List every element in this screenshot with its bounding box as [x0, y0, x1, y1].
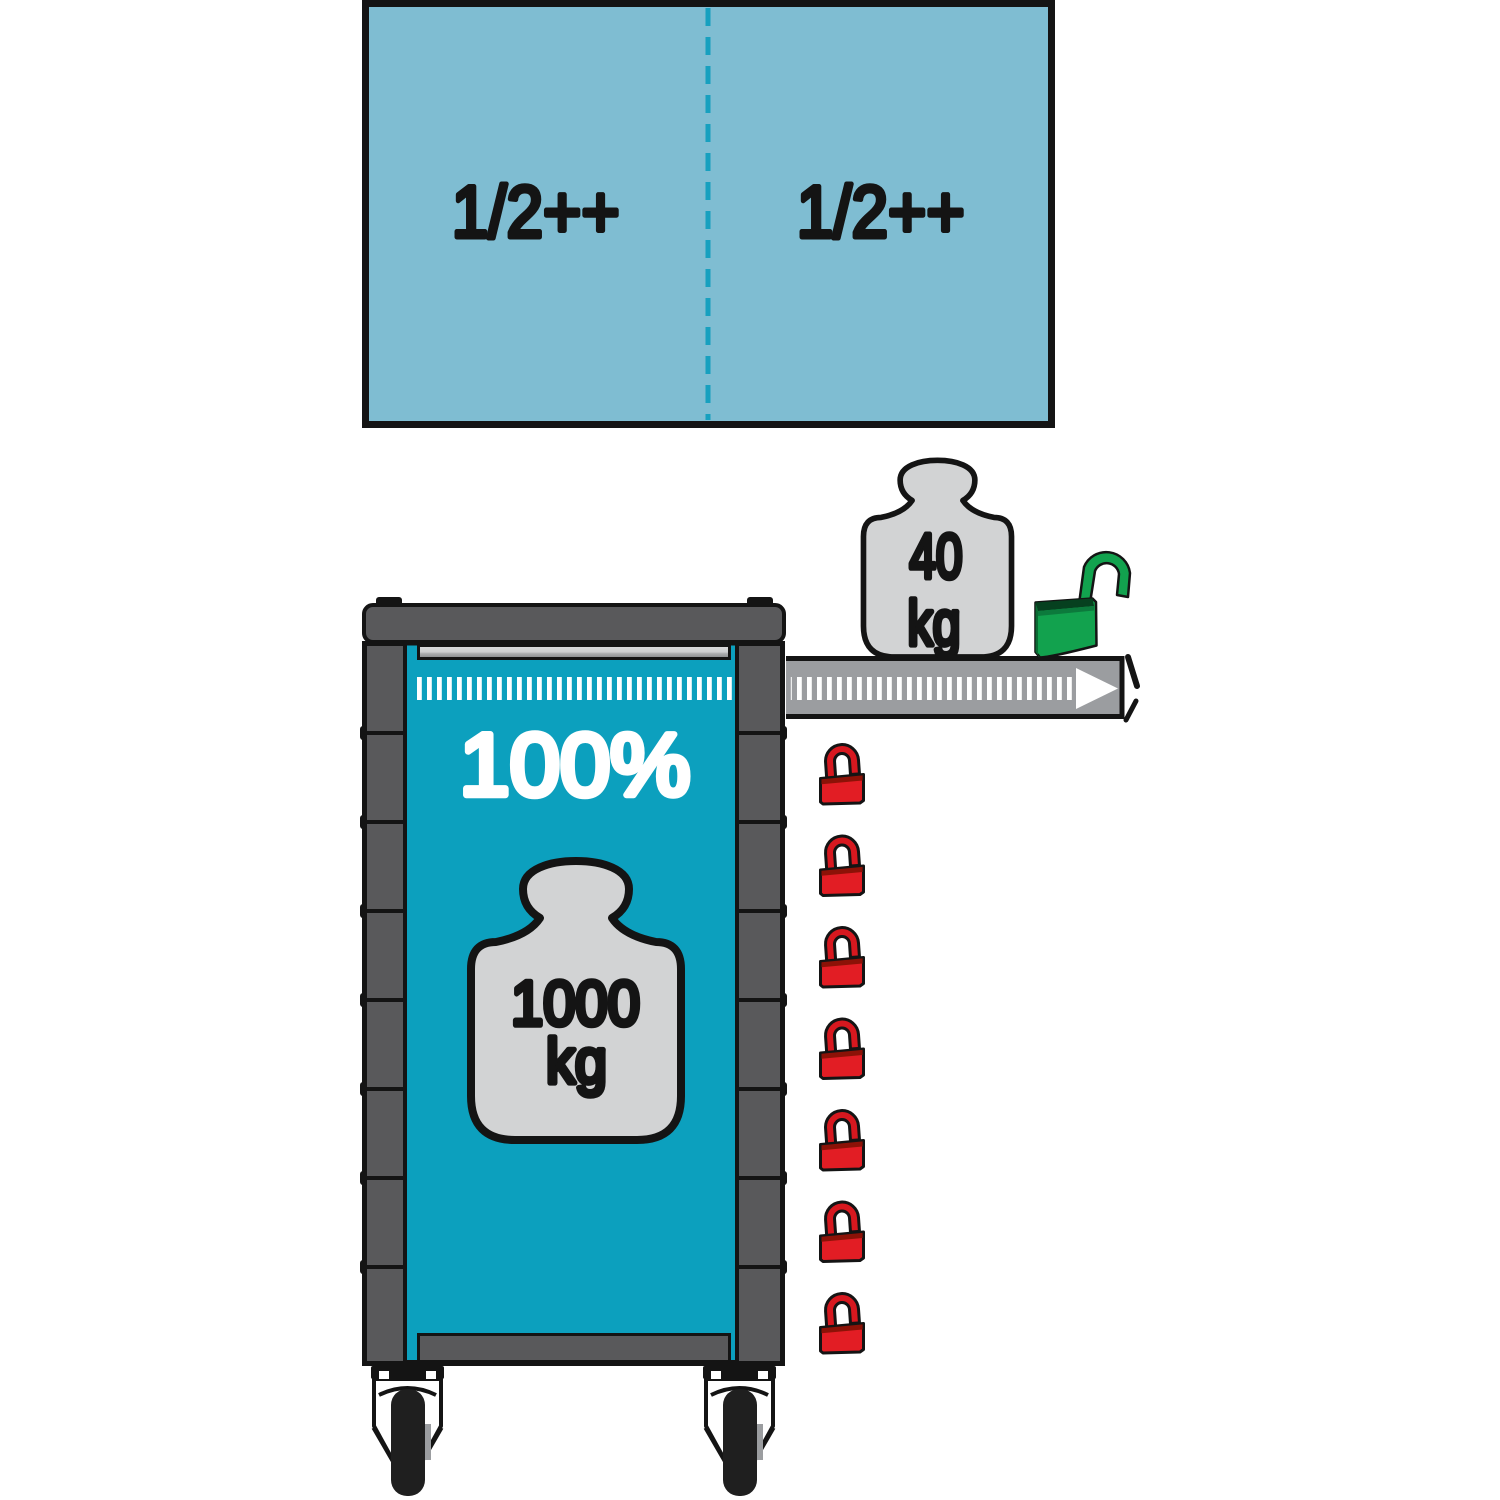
trolley: 100% 1000 kg [360, 597, 787, 1498]
open-padlock-body-shoulder [1038, 606, 1094, 616]
open-padlock-green [1034, 550, 1132, 659]
open-padlock-body-side-face [1035, 602, 1040, 658]
caster-right [701, 1364, 778, 1498]
left-half-label: 1/2++ [452, 172, 620, 253]
closed-padlock-7 [819, 1290, 865, 1355]
pull-out-arrow-head [1076, 668, 1118, 709]
closed-padlock-6 [819, 1199, 865, 1263]
open-padlock-body-top-face [1035, 598, 1094, 611]
weight-1000kg-unit: kg [546, 1027, 607, 1097]
drawer-stripe-band-outside [790, 677, 1076, 700]
weight-40kg-unit: kg [908, 589, 961, 659]
load-percent-label: 100% [460, 715, 691, 814]
drawer-end-tick-bottom [1123, 698, 1139, 723]
trolley-kick-plate [417, 1333, 731, 1363]
closed-padlock-3 [819, 924, 865, 989]
closed-padlock-1 [819, 741, 865, 806]
drawer-stripe-band-inside [417, 677, 737, 700]
closed-padlock-4 [819, 1016, 865, 1080]
trolley-top-cap [362, 603, 786, 644]
closed-padlock-5 [819, 1107, 865, 1172]
open-padlock-shackle [1077, 550, 1132, 606]
trolley-handle-strip [417, 644, 731, 660]
side-bumper-notches [360, 726, 787, 1274]
extended-drawer [786, 654, 1140, 723]
right-half-label: 1/2++ [797, 172, 965, 253]
weight-40kg-value: 40 [910, 522, 963, 592]
caster-left [369, 1364, 446, 1498]
weight-1000kg-value: 1000 [511, 969, 640, 1039]
closed-padlock-2 [819, 833, 865, 897]
weight-40kg: 40 kg [863, 460, 1011, 662]
drawer-top-view: 1/2++ 1/2++ [362, 0, 1055, 428]
closed-padlocks-column [819, 741, 865, 1355]
drawer-end-tick-top [1125, 654, 1140, 689]
